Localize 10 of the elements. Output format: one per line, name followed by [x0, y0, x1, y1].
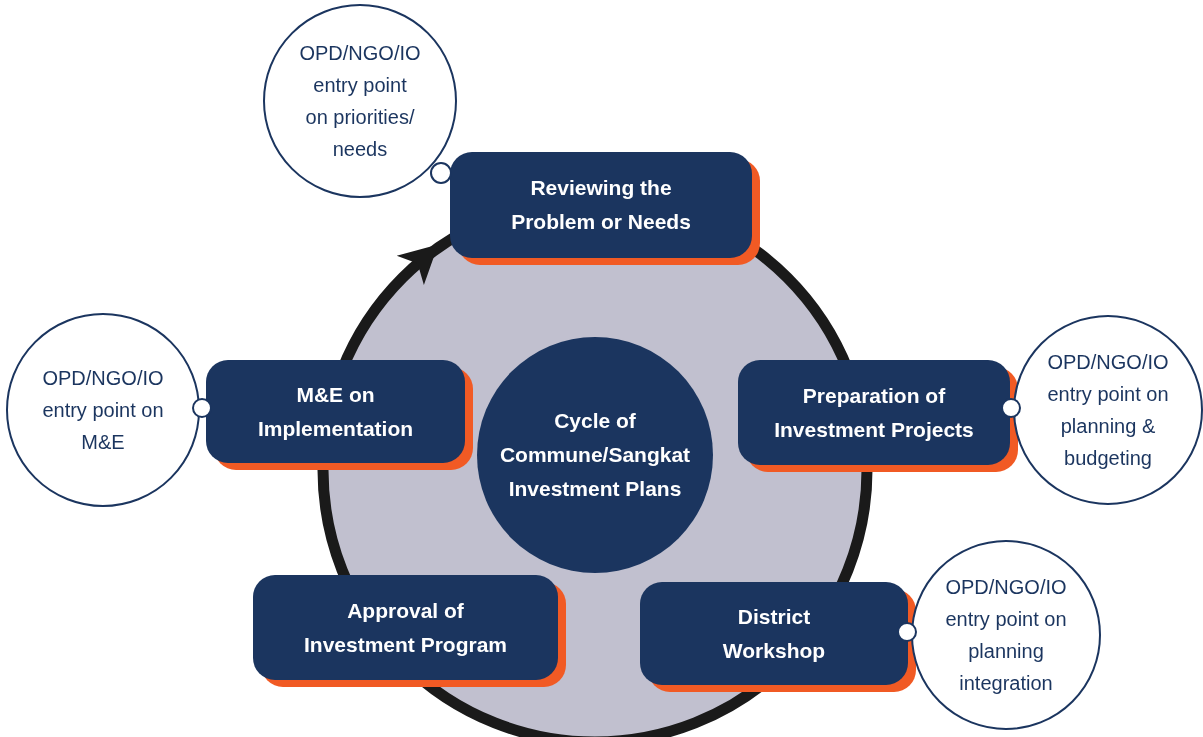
node-text: Cycle of Commune/Sangkat Investment Plans	[499, 408, 691, 502]
step-label: M&E on Implementation	[256, 381, 415, 442]
node-text: OPD/NGO/IO entry point on planning & budgeting	[1046, 350, 1170, 471]
step-label: Preparation of Investment Projects	[773, 382, 975, 443]
step-label: District Workshop	[721, 603, 827, 664]
step-label: Reviewing the Problem or Needs	[510, 175, 692, 235]
node-text: OPD/NGO/IO entry point on M&E	[41, 366, 165, 455]
step-label: Approval of Investment Program	[302, 597, 509, 658]
node-text: OPD/NGO/IO entry point on planning integration	[944, 575, 1068, 696]
node-text: OPD/NGO/IO entry point on priorities/ needs	[299, 41, 421, 162]
